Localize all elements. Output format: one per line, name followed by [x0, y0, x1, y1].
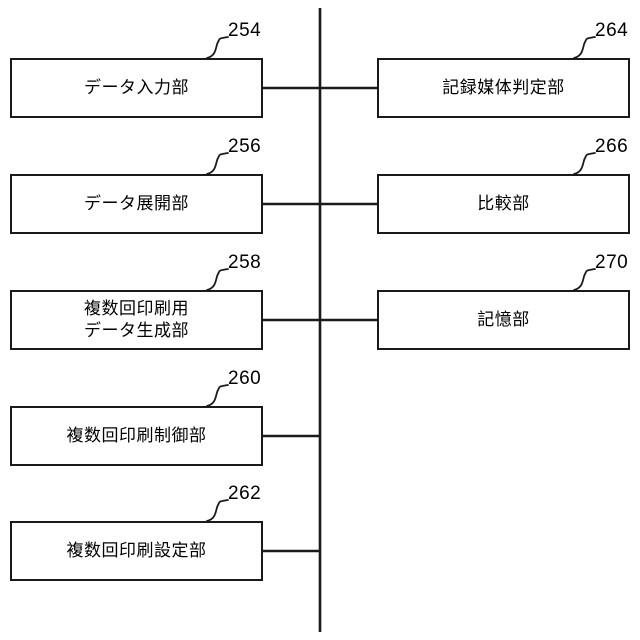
block-label-262: 複数回印刷設定部 [66, 541, 207, 560]
block-label-260: 複数回印刷制御部 [66, 426, 207, 445]
leader-line-260 [206, 384, 229, 407]
leader-line-264 [573, 36, 596, 59]
block-254[interactable]: データ入力部 [10, 58, 263, 118]
block-266[interactable]: 比較部 [377, 174, 630, 234]
reference-numeral-254: 254 [228, 20, 262, 41]
reference-numeral-256: 256 [228, 136, 262, 157]
block-label-254: データ入力部 [84, 78, 189, 97]
reference-numeral-262: 262 [228, 483, 262, 504]
leader-line-254 [206, 36, 229, 59]
reference-numeral-260: 260 [228, 368, 262, 389]
leader-line-270 [573, 268, 596, 291]
leader-line-258 [206, 268, 229, 291]
reference-numeral-270: 270 [595, 252, 629, 273]
leader-line-256 [206, 152, 229, 175]
reference-numeral-258: 258 [228, 252, 262, 273]
reference-numeral-264: 264 [595, 20, 629, 41]
block-270[interactable]: 記憶部 [377, 290, 630, 350]
block-258[interactable]: 複数回印刷用 データ生成部 [10, 290, 263, 350]
block-label-266: 比較部 [477, 194, 530, 213]
leader-line-262 [206, 499, 229, 522]
block-label-258: 複数回印刷用 データ生成部 [84, 299, 189, 340]
block-262[interactable]: 複数回印刷設定部 [10, 521, 263, 581]
block-260[interactable]: 複数回印刷制御部 [10, 406, 263, 466]
block-label-270: 記憶部 [477, 310, 530, 329]
block-label-256: データ展開部 [84, 194, 189, 213]
leader-line-266 [573, 152, 596, 175]
block-label-264: 記録媒体判定部 [442, 78, 565, 97]
block-264[interactable]: 記録媒体判定部 [377, 58, 630, 118]
reference-numeral-266: 266 [595, 136, 629, 157]
block-256[interactable]: データ展開部 [10, 174, 263, 234]
